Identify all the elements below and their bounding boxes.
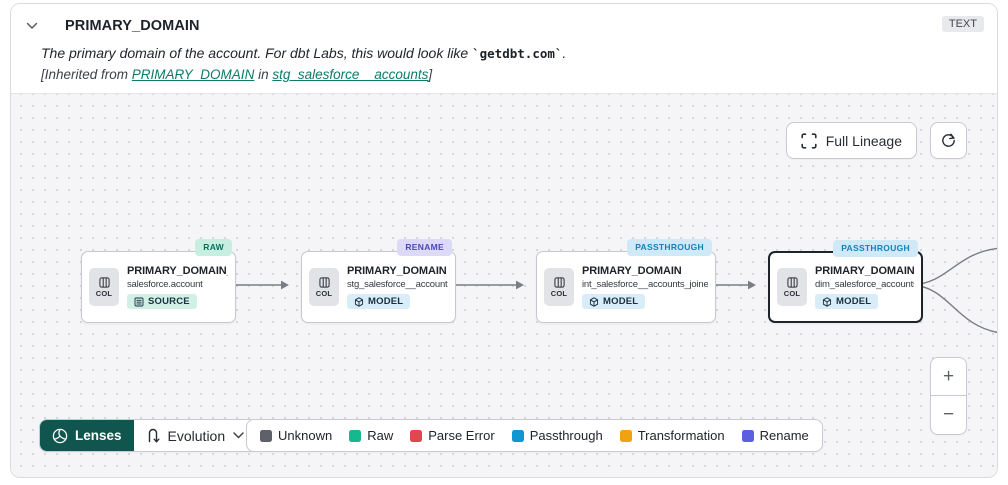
evolution-badge: PASSTHROUGH <box>833 240 918 257</box>
column-description: The primary domain of the account. For d… <box>41 45 983 61</box>
legend-swatch <box>511 429 524 442</box>
chevron-down-icon <box>233 432 244 439</box>
legend-label: Raw <box>367 428 394 443</box>
resource-type-badge: MODEL <box>582 294 646 309</box>
zoom-out-button[interactable]: − <box>942 404 955 425</box>
full-lineage-label: Full Lineage <box>825 132 902 149</box>
resource-type-label: MODEL <box>368 296 404 307</box>
lineage-node-dim-salesforce-accounts[interactable]: PASSTHROUGH COL PRIMARY_DOMAIN dim_sales… <box>768 240 923 323</box>
full-lineage-button[interactable]: Full Lineage <box>785 122 917 159</box>
description-code: `getdbt.com` <box>472 46 563 61</box>
legend-item-rename: Rename <box>741 428 809 443</box>
selected-lens-label: Evolution <box>167 427 226 444</box>
resource-type-badge: MODEL <box>815 294 879 309</box>
node-model-name: dim_salesforce_accounts <box>815 279 914 290</box>
node-column-name: PRIMARY_DOMAIN <box>347 265 447 277</box>
legend-label: Transformation <box>637 428 725 443</box>
col-label: COL <box>783 288 801 298</box>
lineage-node-salesforce-account[interactable]: RAW COL PRIMARY_DOMAIN__C salesforce.acc… <box>81 239 236 323</box>
node-model-name: stg_salesforce__accounts <box>347 279 448 290</box>
col-label: COL <box>550 288 568 298</box>
inherited-prefix: [Inherited from <box>41 67 132 82</box>
col-label: COL <box>315 288 333 298</box>
lens-selector-dropdown[interactable]: Evolution <box>134 420 257 451</box>
lenses-control: Lenses Evolution <box>39 419 258 452</box>
node-column-name: PRIMARY_DOMAIN <box>582 265 682 277</box>
lenses-button[interactable]: Lenses <box>40 420 134 451</box>
node-column-name: PRIMARY_DOMAIN__C <box>127 265 228 277</box>
col-label: COL <box>95 288 113 298</box>
column-type-badge: TEXT <box>941 16 984 32</box>
column-icon: COL <box>309 268 339 306</box>
collapse-chevron-icon[interactable] <box>23 17 41 35</box>
description-period: . <box>562 45 567 61</box>
legend-swatch <box>741 429 754 442</box>
evolution-lens-icon <box>146 428 160 444</box>
resource-type-badge: MODEL <box>347 294 411 309</box>
lineage-canvas[interactable]: Full Lineage RAW COL PRIMARY_DOMAIN__C <box>11 94 997 477</box>
legend-swatch <box>619 429 632 442</box>
model-icon <box>589 296 599 307</box>
lineage-node-stg-salesforce-accounts[interactable]: RENAME COL PRIMARY_DOMAIN stg_salesforce… <box>301 239 456 323</box>
zoom-in-button[interactable]: + <box>931 358 966 396</box>
node-model-name: salesforce.account <box>127 279 203 290</box>
column-icon: COL <box>777 268 807 306</box>
legend-item-passthrough: Passthrough <box>511 428 603 443</box>
resource-type-label: MODEL <box>836 296 872 307</box>
inherited-from-line: [Inherited from PRIMARY_DOMAIN in stg_sa… <box>41 67 983 82</box>
legend-item-transformation: Transformation <box>619 428 725 443</box>
zoom-controls: + − <box>930 357 967 435</box>
lens-aperture-icon <box>52 428 68 444</box>
legend-swatch <box>349 429 362 442</box>
source-icon <box>134 297 144 306</box>
evolution-badge: PASSTHROUGH <box>627 239 712 256</box>
legend-item-parse-error: Parse Error <box>410 428 495 443</box>
legend-swatch <box>410 429 423 442</box>
node-model-name: int_salesforce__accounts_joined <box>582 279 708 290</box>
legend-item-raw: Raw <box>349 428 393 443</box>
legend-item-unknown: Unknown <box>260 428 332 443</box>
resource-type-label: MODEL <box>603 296 639 307</box>
column-lineage-panel: PRIMARY_DOMAIN TEXT The primary domain o… <box>10 3 998 478</box>
legend-label: Passthrough <box>529 428 603 443</box>
resource-type-label: SOURCE <box>148 296 190 307</box>
column-icon: COL <box>544 268 574 306</box>
lenses-label: Lenses <box>75 428 122 443</box>
legend-swatch <box>260 429 272 442</box>
legend-label: Unknown <box>278 428 333 443</box>
node-column-name: PRIMARY_DOMAIN <box>815 265 914 277</box>
refresh-button[interactable] <box>930 122 967 159</box>
inherited-suffix: ] <box>428 67 433 82</box>
legend-label: Rename <box>759 428 809 443</box>
inherited-middle: in <box>254 67 273 82</box>
model-icon <box>822 296 832 307</box>
description-text: The primary domain of the account. For d… <box>41 45 473 61</box>
inherited-model-link[interactable]: stg_salesforce__accounts <box>272 67 429 82</box>
full-lineage-icon <box>801 132 817 149</box>
evolution-badge: RAW <box>195 239 232 256</box>
evolution-legend: Unknown Raw Parse Error Passthrough Tran… <box>246 419 823 452</box>
column-header: PRIMARY_DOMAIN TEXT The primary domain o… <box>11 4 997 94</box>
model-icon <box>354 296 364 307</box>
refresh-icon <box>940 132 957 149</box>
evolution-badge: RENAME <box>397 239 452 256</box>
column-icon: COL <box>89 268 119 306</box>
inherited-column-link[interactable]: PRIMARY_DOMAIN <box>131 67 255 82</box>
column-title: PRIMARY_DOMAIN <box>65 18 200 34</box>
resource-type-badge: SOURCE <box>127 294 197 309</box>
legend-label: Parse Error <box>428 428 495 443</box>
lineage-node-int-salesforce-accounts-joined[interactable]: PASSTHROUGH COL PRIMARY_DOMAIN int_sales… <box>536 239 716 323</box>
